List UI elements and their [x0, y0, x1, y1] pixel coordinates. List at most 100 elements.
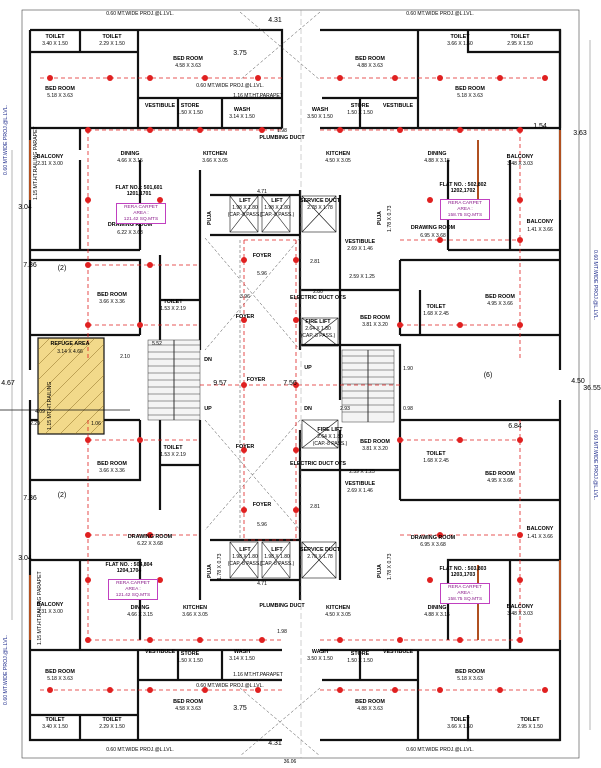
label-up-2: UP — [304, 365, 312, 371]
dim-106: 1.06 — [91, 421, 101, 427]
dim-kitchen-tr: 4.50 X 3.05 — [325, 158, 351, 164]
dim-375-top: 3.75 — [233, 50, 247, 57]
room-bed-bl3: BED ROOM — [97, 461, 127, 467]
left-proj-label-2: 0.60 MT.WIDE PROJ.@L.LVL. — [3, 634, 9, 705]
dim-281-bot: 2.81 — [310, 504, 320, 510]
room-foyer-mid2: FOYER — [246, 377, 266, 383]
room-toilet-br1: TOILET — [450, 717, 470, 723]
dim-281-top: 2.81 — [310, 259, 320, 265]
room-toilet-bl2: TOILET — [102, 717, 122, 723]
room-drawing-tl: DRAWING ROOM — [107, 222, 153, 228]
flat-501: FLAT NO. : 501,601 1201,1701 — [108, 185, 170, 198]
dim-229: 2.29 — [30, 421, 40, 427]
dim-toilet-bl1: 3.40 X 1.50 — [42, 724, 68, 730]
room-lift-bl: LIFT — [239, 547, 251, 553]
room-bed-tr1: BED ROOM — [355, 56, 385, 62]
room-bed-br2: BED ROOM — [455, 669, 485, 675]
room-dining-tl: DINING — [120, 151, 140, 157]
room-bed-bl1: BED ROOM — [173, 699, 203, 705]
room-foyer-mid1: FOYER — [235, 314, 255, 320]
room-store-tl: STORE — [180, 103, 200, 109]
dim-drawing-tl: 6.22 X 3.68 — [117, 230, 143, 236]
label-dn-2: DN — [304, 406, 312, 412]
dim-toilet-tl3: 1.53 X 2.19 — [160, 306, 186, 312]
cap-lift-bl: (CAP.-8 PASS.) — [227, 561, 263, 567]
room-vestibule-tl: VESTIBULE — [144, 103, 176, 109]
left-proj-label-1: 0.60 MT.WIDE PROJ.@L.LVL. — [3, 104, 9, 175]
dim-dining-tr: 4.88 X 3.15 — [424, 158, 450, 164]
flat-502-nums: 1202,1702 — [450, 187, 476, 194]
dim-280: 2.80 — [313, 289, 323, 295]
room-bed-tl3: BED ROOM — [97, 292, 127, 298]
dim-bed-bl2: 5.18 X 3.63 — [47, 676, 73, 682]
open-duct-lines — [204, 11, 321, 757]
bottom-proj-right: 0.60 MT.WIDE PROJ.@L.LVL. — [406, 747, 474, 753]
bottom-dim-center: 4.31 — [268, 740, 282, 747]
room-balcony-bl: BALCONY — [36, 602, 64, 608]
rera-label-bl: RERA CARPET — [116, 581, 150, 586]
room-dining-tr: DINING — [427, 151, 447, 157]
room-drawing-tr: DRAWING ROOM — [410, 225, 456, 231]
room-puja-tl: PUJA — [207, 211, 213, 225]
dim-lift-tl: 1.98 X 1.80 — [232, 205, 258, 211]
dim-left-a: 7.36 — [23, 262, 37, 269]
dim-toilet-tl2: 2.29 X 1.50 — [99, 41, 125, 47]
room-balcony-tr2: BALCONY — [526, 219, 554, 225]
dim-210: 2.10 — [120, 354, 130, 360]
top-parapet: 1.16 MT.HT.PARAPET — [233, 93, 283, 99]
red-service-lines — [40, 77, 550, 691]
rera-area-br: AREA : — [457, 590, 473, 596]
room-toilet-bl1: TOILET — [45, 717, 65, 723]
dim-right-e: 6.84 — [508, 423, 522, 430]
rera-box-tl: RERA CARPET AREA : 121.42 SQ.MTS — [116, 203, 166, 225]
room-toilet-tl2: TOILET — [102, 34, 122, 40]
dim-puja-br: 1.78 X 0.73 — [387, 553, 393, 580]
rera-box-bl: RERA CARPET AREA : 121.42 SQ.MTS — [108, 579, 158, 601]
staircase-right — [341, 349, 395, 423]
room-bed-br3: BED ROOM — [485, 471, 515, 477]
dim-dining-bl: 4.66 X 3.15 — [127, 612, 153, 618]
staircase-left — [147, 339, 201, 421]
cap-lift-tr: (CAP.-8 PASS.) — [259, 212, 295, 218]
dim-vestibule-ctr: 2.69 X 1.46 — [347, 246, 373, 252]
dim-bed-br3: 4.95 X 3.66 — [487, 478, 513, 484]
red-light-points — [47, 75, 548, 693]
dim-toilet-bl2: 2.29 X 1.50 — [99, 724, 125, 730]
dim-dining-tl: 4.66 X 3.15 — [117, 158, 143, 164]
room-puja-tr: PUJA — [377, 211, 383, 225]
flat-503-name: FLAT NO. : 503,803 — [439, 566, 487, 572]
room-wash-tl: WASH — [233, 107, 251, 113]
room-toilet-tl1: TOILET — [45, 34, 65, 40]
dim-kitchen-br: 4.50 X 3.05 — [325, 612, 351, 618]
dim-bed-tr1: 4.88 X 3.63 — [357, 63, 383, 69]
dim-toilet-bl3: 1.53 X 2.19 — [160, 452, 186, 458]
flat-503: FLAT NO. : 503,803 1203,1703 — [432, 566, 494, 579]
dim-bed-tr3: 4.95 X 3.66 — [487, 301, 513, 307]
room-wash-br: WASH — [311, 649, 329, 655]
room-store-tr: STORE — [350, 103, 370, 109]
refuge-hatch — [37, 337, 105, 435]
rera-box-br: RERA CARPET AREA : 158.75 SQ.MTS — [440, 583, 490, 605]
room-vestibule-tr: VESTIBULE — [382, 103, 414, 109]
label-up-1: UP — [204, 406, 212, 412]
room-electric-duct-bot: ELECTRIC DUCT OTS — [289, 461, 347, 467]
cap-lift-br: (CAP.-8 PASS.) — [259, 561, 295, 567]
dim-puja-bl: 1.78 X 0.73 — [217, 553, 223, 580]
room-vestibule-br: VESTIBULE — [382, 649, 414, 655]
room-toilet-tr3: TOILET — [426, 304, 446, 310]
dim-store-bl: 1.50 X 1.50 — [177, 658, 203, 664]
rera-value-tr: 158.75 SQ.MTS — [447, 212, 483, 218]
room-bed-bl2: BED ROOM — [45, 669, 75, 675]
refuge-side-label: 1.15 MT.HT.RAILING — [47, 381, 53, 430]
dim-bed-tr2: 5.18 X 3.63 — [457, 93, 483, 99]
dim-596-top: 5.96 — [257, 271, 267, 277]
room-toilet-tl3: TOILET — [163, 299, 183, 305]
room-dining-bl: DINING — [130, 605, 150, 611]
railing-label-2: 1.15 MT.HT.RAILING PARAPET — [37, 571, 43, 645]
dim-left-c: 7.36 — [23, 495, 37, 502]
dim-store-tl: 1.50 X 1.50 — [177, 110, 203, 116]
dim-vestibule-cbr: 2.69 X 1.46 — [347, 488, 373, 494]
room-bed-tr4: BED ROOM — [360, 315, 390, 321]
room-refuge: REFUGE AREA — [50, 341, 90, 347]
